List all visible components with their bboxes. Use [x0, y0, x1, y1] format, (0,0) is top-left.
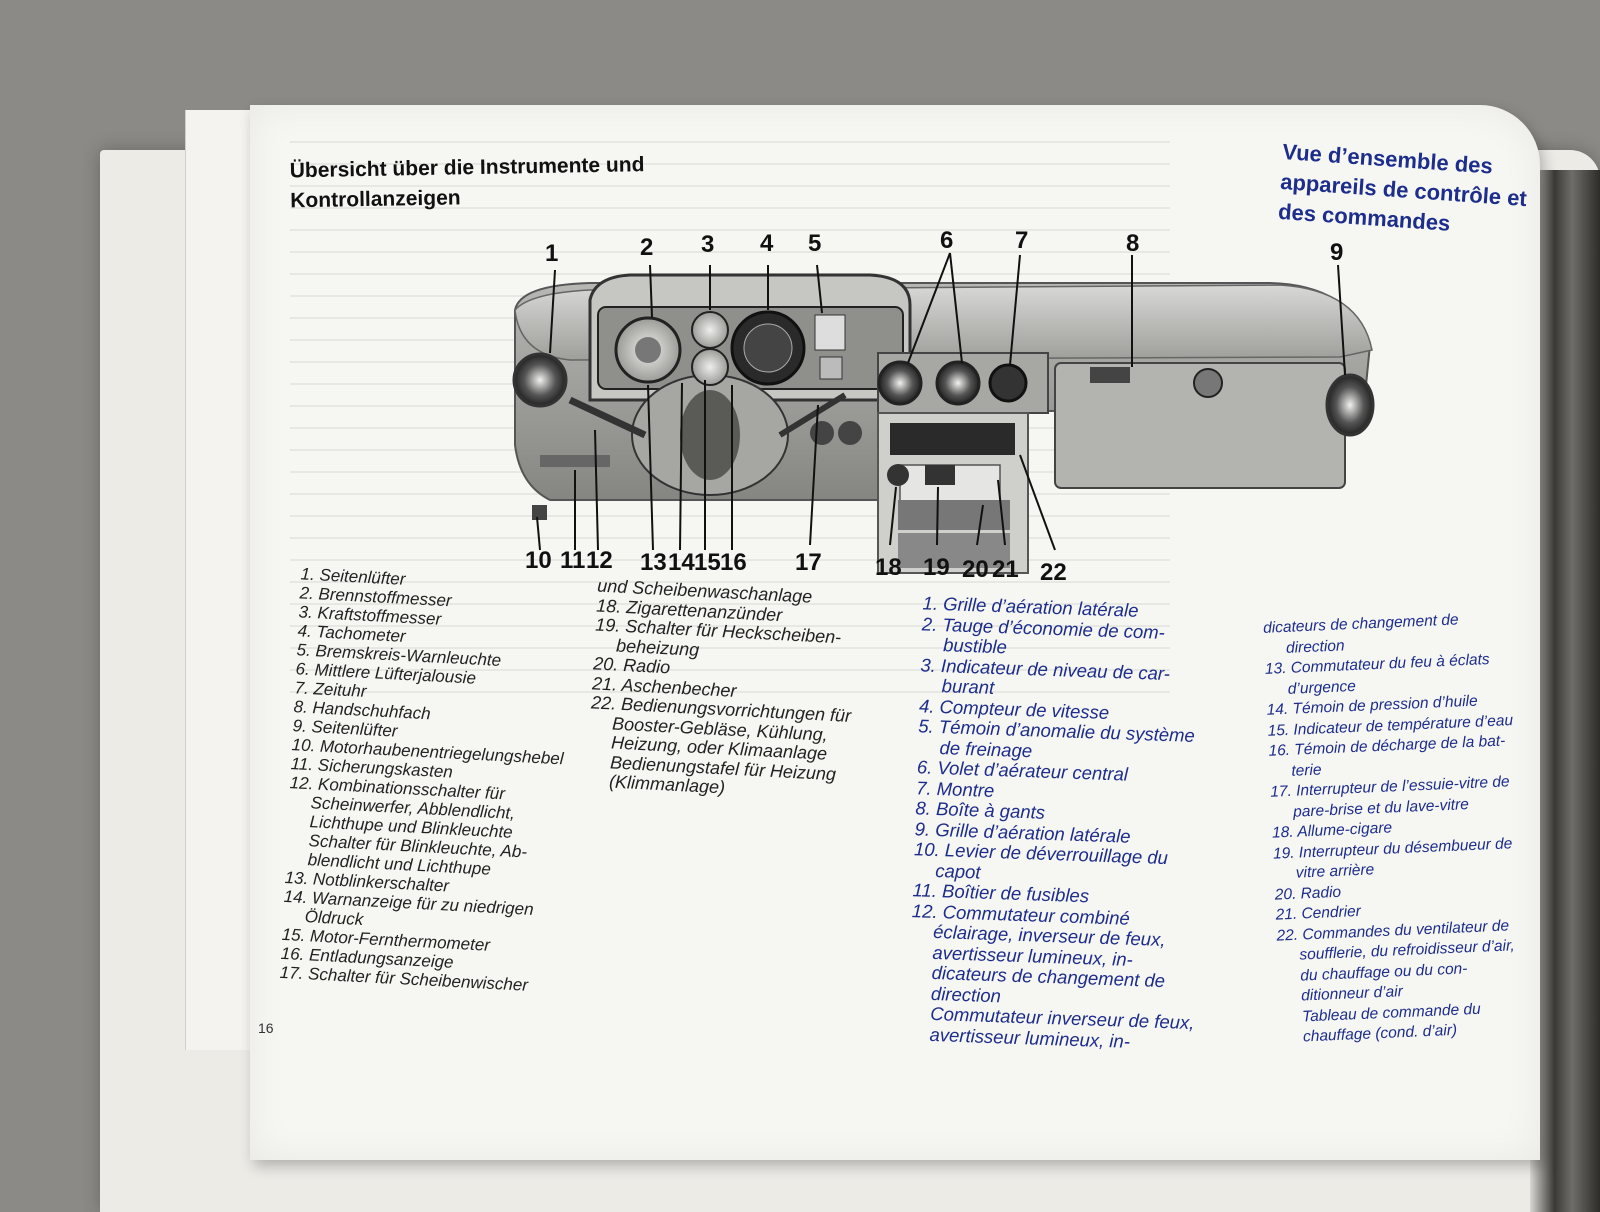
page-number: 16 — [258, 1020, 274, 1036]
callout-21: 21 — [992, 556, 1019, 583]
callout-1: 1 — [545, 240, 558, 267]
legend-fr-item-22: 22. Commandes du ventilateur de souffler… — [1276, 916, 1515, 1046]
callout-19: 19 — [923, 554, 950, 581]
center-vent-left — [877, 360, 923, 406]
cigarette-lighter — [887, 464, 909, 486]
callout-11: 11 — [560, 547, 585, 574]
legend-de-item-12: 12. Kombinationsschalter für Scheinwerfe… — [289, 773, 528, 879]
callout-2: 2 — [640, 234, 653, 261]
dashboard-diagram: 1 2 3 4 5 6 7 8 9 10 11 12 13 14 15 16 1… — [512, 227, 1375, 585]
next-page-photo — [1530, 170, 1600, 1212]
warning-lights — [814, 314, 846, 351]
callout-numbers: 1 2 3 4 5 6 7 8 9 10 11 12 13 14 15 16 1… — [525, 227, 1343, 585]
callout-22: 22 — [1040, 559, 1067, 585]
callout-10: 10 — [525, 547, 552, 574]
fuel-level-gauge — [691, 311, 729, 349]
callout-4: 4 — [760, 230, 774, 257]
callout-20: 20 — [962, 556, 989, 583]
callout-13: 13 — [640, 549, 667, 576]
callout-7: 7 — [1015, 227, 1028, 254]
legend-de-column-2: und Scheibenwaschanlage 18. Zigarettenan… — [587, 576, 928, 808]
book-spine — [185, 110, 258, 1050]
center-vent-right — [935, 360, 981, 406]
callout-9: 9 — [1330, 239, 1343, 266]
legend-fr-item-12: 12. Commutateur combiné éclairage, inver… — [911, 899, 1195, 1052]
callout-3: 3 — [701, 231, 714, 258]
callout-12: 12 — [586, 547, 613, 574]
legend-fr-column-1: 1. Grille d’aération latérale 2. Tauge d… — [907, 592, 1253, 1055]
callout-5: 5 — [808, 230, 821, 257]
clock — [988, 363, 1028, 403]
side-vent-left — [512, 352, 568, 408]
temperature-gauge — [691, 348, 729, 386]
callout-16: 16 — [720, 549, 747, 576]
callout-14: 14 — [668, 549, 695, 576]
callout-17: 17 — [795, 549, 822, 576]
callout-18: 18 — [875, 554, 902, 581]
legend-de-item-22: 22. Bedienungsvorrichtungen für Booster-… — [590, 692, 852, 798]
callout-15: 15 — [694, 549, 721, 576]
rear-defog-switch — [925, 465, 955, 485]
manual-page: Übersicht über die Instrumente und Kontr… — [250, 105, 1540, 1160]
side-vent-right — [1325, 373, 1375, 437]
callout-6: 6 — [940, 227, 953, 254]
leader-lines — [536, 252, 1346, 551]
callout-8: 8 — [1126, 230, 1139, 257]
legend-fr-column-2: dicateurs de changement de direction 13.… — [1263, 608, 1540, 1049]
